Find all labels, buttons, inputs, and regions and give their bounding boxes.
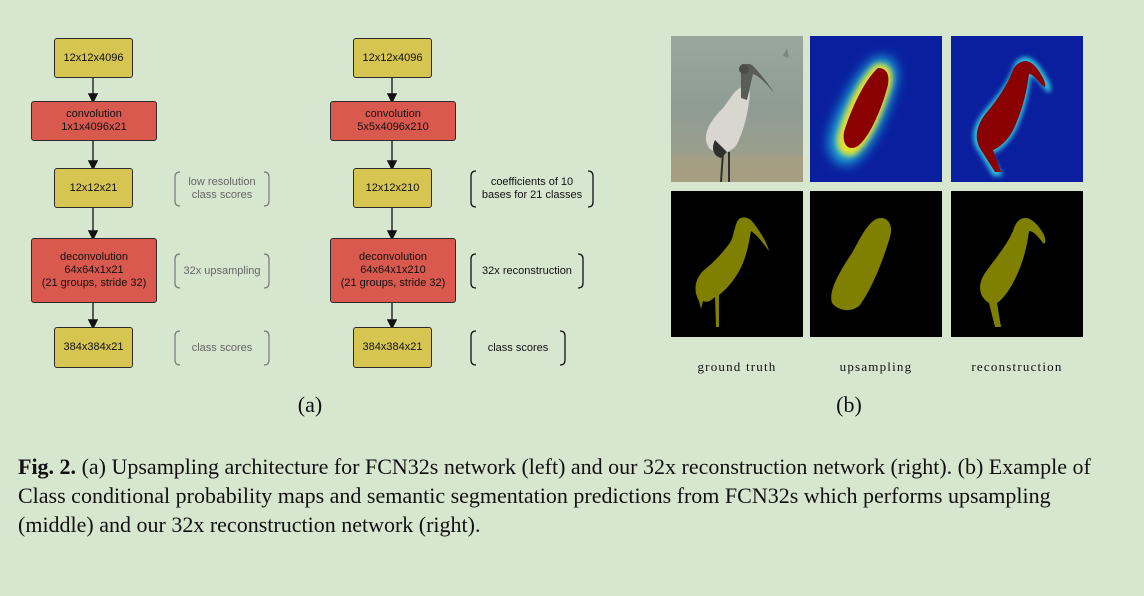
bracket [470, 330, 477, 366]
sublabel-b: (b) [836, 392, 862, 417]
bracket [559, 330, 566, 366]
bracket [263, 171, 270, 207]
figure-label: Fig. 2. [18, 454, 77, 479]
left-note-class-scores: class scores [191, 341, 253, 354]
bracket [174, 253, 181, 289]
bracket [470, 253, 477, 289]
left-note-upsampling: 32x upsampling [183, 264, 261, 277]
heatmap-upsampling [810, 36, 942, 182]
left-node-input: 12x12x4096 [54, 38, 133, 78]
bracket [577, 253, 584, 289]
left-node-output: 384x384x21 [54, 327, 133, 368]
right-node-coefficients: 12x12x210 [353, 168, 432, 208]
right-node-input: 12x12x4096 [353, 38, 432, 78]
right-note-class-scores: class scores [487, 341, 549, 354]
caption-ground-truth: ground truth [697, 359, 777, 374]
right-note-coefficients: coefficients of 10 bases for 21 classes [481, 176, 583, 201]
photo-stork [671, 36, 803, 182]
right-node-convolution: convolution 5x5x4096x210 [330, 101, 456, 141]
bracket [470, 170, 477, 208]
segmentation-reconstruction [951, 191, 1083, 337]
right-node-deconvolution: deconvolution 64x64x1x210 (21 groups, st… [330, 238, 456, 303]
left-note-low-res: low resolution class scores [188, 176, 256, 201]
bracket [263, 330, 270, 366]
left-node-convolution: convolution 1x1x4096x21 [31, 101, 157, 141]
left-node-deconvolution: deconvolution 64x64x1x21 (21 groups, str… [31, 238, 157, 303]
sublabel-a: (a) [297, 392, 323, 417]
caption-upsampling: upsampling [839, 359, 913, 374]
heatmap-reconstruction [951, 36, 1083, 182]
figure-caption-text: (a) Upsampling architecture for FCN32s n… [18, 454, 1091, 537]
bracket [174, 330, 181, 366]
segmentation-upsampling [810, 191, 942, 337]
caption-reconstruction: reconstruction [971, 359, 1063, 374]
right-node-output: 384x384x21 [353, 327, 432, 368]
bracket [587, 170, 594, 208]
left-node-scores: 12x12x21 [54, 168, 133, 208]
right-note-reconstruction: 32x reconstruction [482, 264, 572, 277]
segmentation-ground-truth [671, 191, 803, 337]
bracket [174, 171, 181, 207]
bracket [263, 253, 270, 289]
figure-caption: Fig. 2. (a) Upsampling architecture for … [18, 452, 1128, 539]
